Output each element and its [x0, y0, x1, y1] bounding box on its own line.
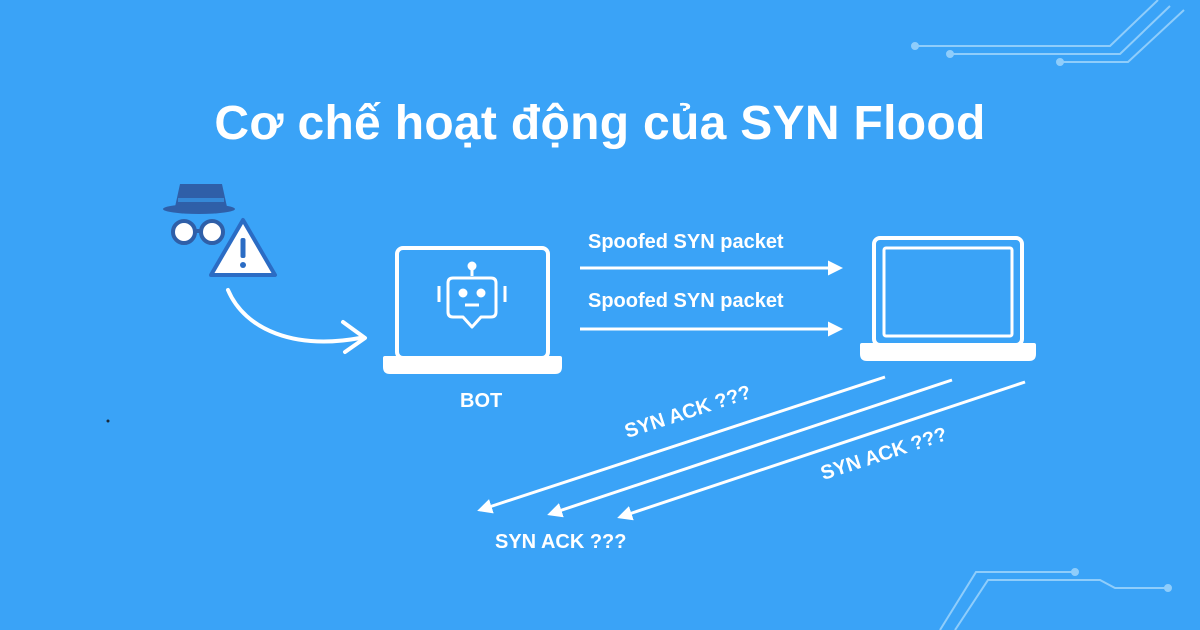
laptop-icon	[860, 236, 1036, 361]
synack-arrow-2	[547, 378, 953, 518]
synack-arrow-1	[477, 375, 886, 514]
robot-icon	[437, 261, 507, 329]
bot-laptop	[383, 246, 562, 374]
synack-arrow-3	[617, 380, 1026, 521]
packet-label-1: Spoofed SYN packet	[588, 231, 784, 253]
attack-arrow	[226, 288, 362, 344]
synack-label-3: SYN ACK ???	[495, 531, 627, 553]
packet-label-2: Spoofed SYN packet	[588, 290, 784, 312]
bot-label: BOT	[460, 390, 503, 412]
page-title: Cơ chế hoạt động của SYN Flood	[214, 97, 986, 150]
stray-dot	[106, 419, 110, 423]
attack-arrowhead	[341, 320, 367, 354]
circuit-decoration-top	[911, 0, 1185, 66]
warning-icon	[209, 218, 277, 277]
circuit-decoration-bottom	[939, 568, 1172, 630]
spy-icon	[163, 184, 235, 245]
